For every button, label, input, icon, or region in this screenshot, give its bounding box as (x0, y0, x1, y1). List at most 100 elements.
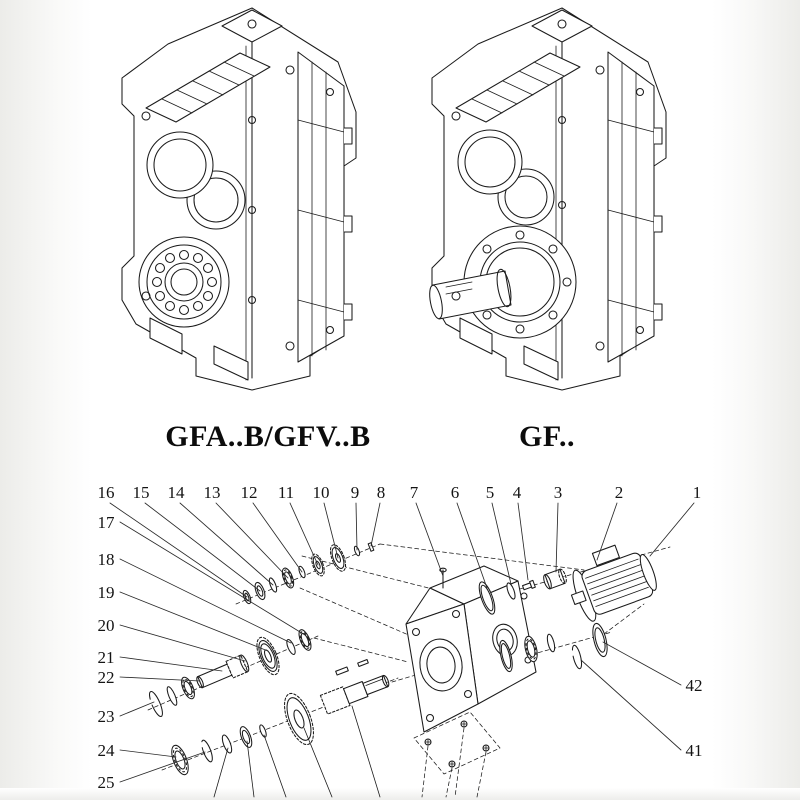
leader-line-part-14 (179, 502, 274, 586)
ball-bearing (171, 744, 189, 776)
bearing (298, 629, 312, 651)
ring (506, 582, 516, 600)
leader-line-part-24 (119, 749, 177, 758)
input-shaft-parts (242, 542, 375, 605)
leader-line-part-23 (119, 701, 155, 717)
bolt (522, 579, 536, 591)
gearbox-right-drawing (429, 7, 667, 391)
part-number-5: 5 (486, 483, 495, 502)
leader-line-part-7 (415, 502, 444, 577)
part-number-42: 42 (686, 676, 703, 695)
leader-line-part-12 (252, 502, 303, 573)
ring (166, 686, 178, 706)
leader-line-part-10 (323, 502, 339, 559)
bearing (181, 676, 195, 700)
oil-seal (239, 726, 253, 748)
coupling (543, 568, 567, 590)
intermediate-shaft-parts (149, 629, 312, 718)
leader-line-part-16 (109, 502, 248, 598)
bearing (524, 635, 538, 663)
leader-line-part-19 (119, 591, 269, 652)
part-number-9: 9 (351, 483, 360, 502)
leader-line-part-6 (456, 502, 488, 589)
part-number-23: 23 (98, 707, 115, 726)
washer (286, 639, 296, 655)
end-cover (592, 622, 608, 658)
leader-line-part-4 (517, 502, 529, 581)
leader-line-part-8 (370, 502, 381, 547)
part-number-24: 24 (98, 741, 116, 760)
output-shaft (319, 674, 390, 715)
gear-wheel (256, 636, 280, 676)
output-shaft-parts (171, 659, 390, 776)
exploded-view-drawing (147, 542, 671, 798)
helical-gear (284, 692, 314, 746)
part-number-17: 17 (98, 513, 116, 532)
circlip (571, 644, 583, 670)
leader-line-part-11 (289, 502, 319, 566)
leader-line-part-2 (596, 502, 618, 561)
bottom-cover-plate (413, 711, 501, 798)
ring (546, 633, 556, 653)
part-number-11: 11 (278, 483, 294, 502)
part-number-8: 8 (377, 483, 386, 502)
part-number-3: 3 (554, 483, 563, 502)
spacer (353, 545, 361, 557)
part-number-41: 41 (686, 741, 703, 760)
leader-line-part-21 (119, 656, 223, 672)
output-shaft-flange (429, 225, 577, 339)
leader-line-part-17 (119, 521, 306, 636)
leader-line-part-25 (119, 751, 206, 783)
cover-side-parts (499, 622, 608, 673)
cropped-leader-lines (213, 705, 381, 798)
part-number-25: 25 (98, 773, 115, 792)
key (357, 659, 369, 667)
leader-line-part-5 (491, 502, 512, 585)
part-number-22: 22 (98, 668, 115, 687)
leader-line-part-20 (119, 624, 246, 662)
retaining-ring (149, 690, 163, 718)
model-label-gf: GF.. (519, 420, 575, 453)
part-number-4: 4 (513, 483, 522, 502)
part-number-13: 13 (204, 483, 221, 502)
gasket (499, 639, 513, 673)
leader-line-part-13 (215, 502, 289, 579)
part-number-1: 1 (693, 483, 702, 502)
part-number-20: 20 (98, 616, 115, 635)
pinion-shaft (196, 654, 250, 689)
leader-line-part-1 (649, 502, 695, 557)
part-number-16: 16 (98, 483, 115, 502)
part-number-2: 2 (615, 483, 624, 502)
leader-line-part-18 (119, 558, 292, 644)
model-label-gfab-gfvb: GFA..B/GFV..B (165, 420, 371, 453)
leader-line-part-15 (144, 502, 261, 592)
ring (221, 734, 233, 754)
part-number-12: 12 (241, 483, 258, 502)
motor-side-parts (478, 544, 657, 622)
part-number-19: 19 (98, 583, 115, 602)
leader-line-part-3 (555, 502, 559, 573)
part-number-15: 15 (133, 483, 150, 502)
key (335, 666, 349, 676)
part-number-18: 18 (98, 550, 115, 569)
part-number-10: 10 (313, 483, 330, 502)
part-number-14: 14 (168, 483, 186, 502)
leader-line-part-9 (355, 502, 358, 551)
gasket (478, 581, 496, 615)
part-number-6: 6 (451, 483, 460, 502)
part-number-21: 21 (98, 648, 115, 667)
leader-line-part-41 (580, 659, 682, 751)
bearing-bore-upper (457, 129, 523, 195)
electric-motor (570, 544, 657, 622)
bearing-bore-upper (146, 131, 214, 199)
gearbox-left-drawing (121, 7, 357, 391)
part-number-7: 7 (410, 483, 419, 502)
leader-line-part-42 (602, 641, 682, 686)
washer (259, 724, 267, 738)
bolt (439, 567, 447, 589)
circlip (201, 739, 213, 763)
pin (367, 542, 375, 552)
